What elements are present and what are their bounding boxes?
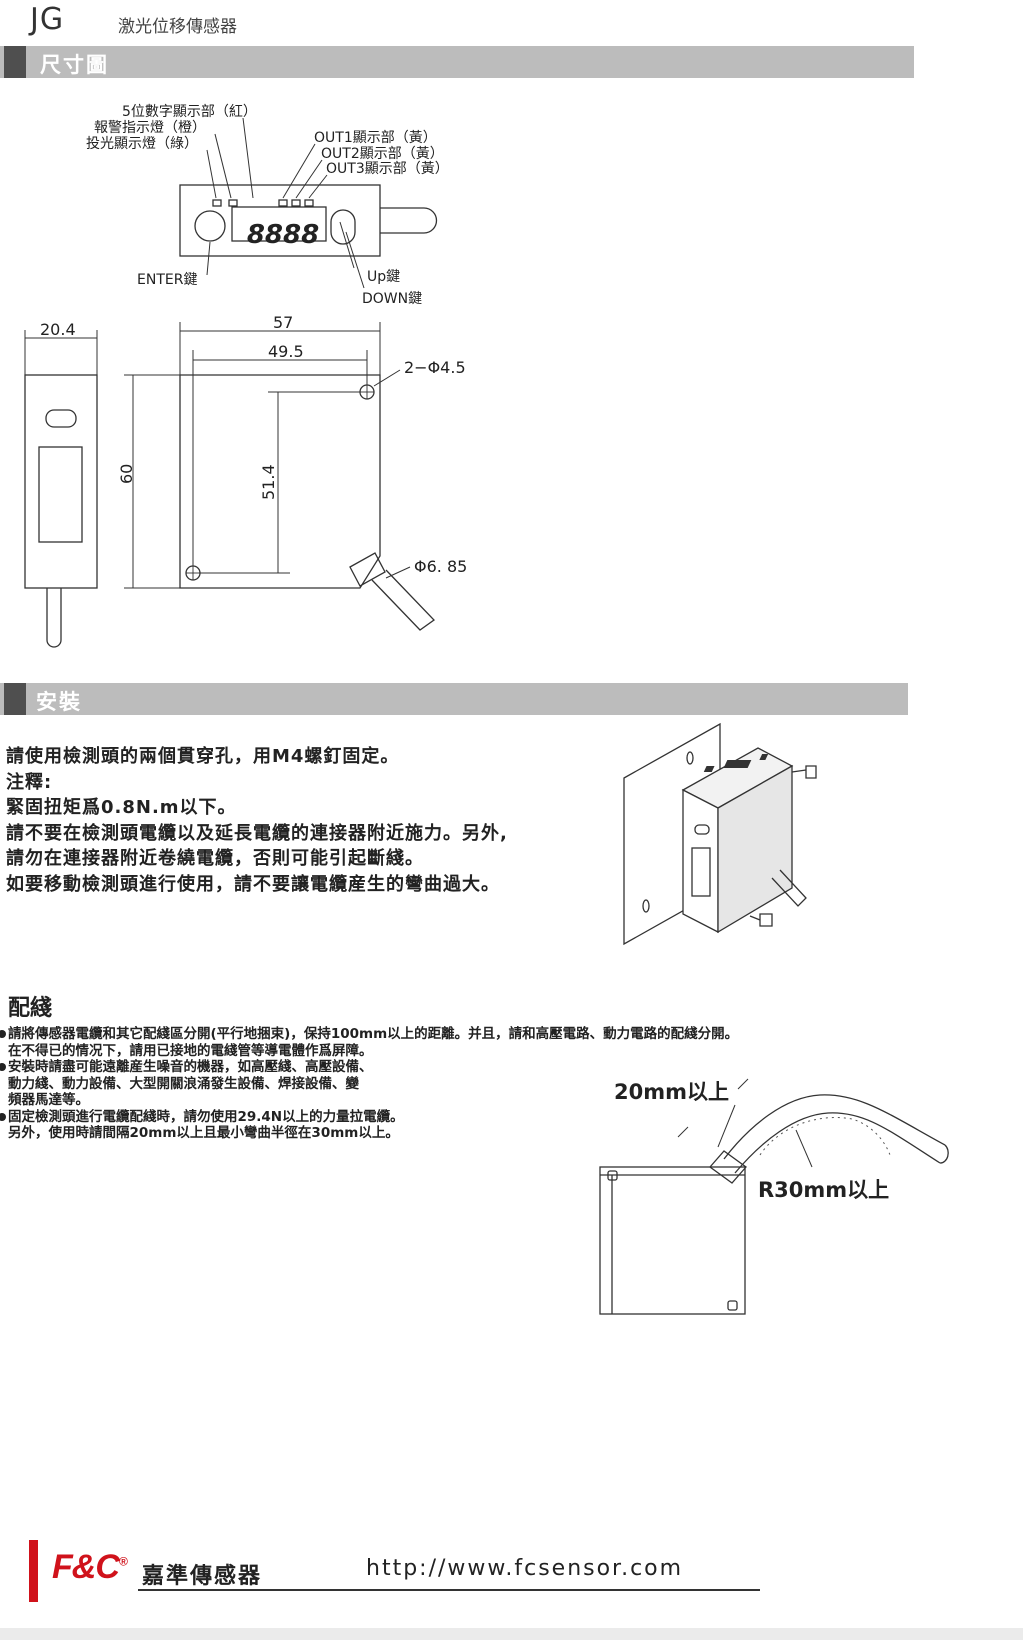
sensor-top-cable: [380, 207, 438, 234]
bullet-icon: [0, 1063, 6, 1071]
sensor-lens: [694, 824, 710, 835]
installation-line: 緊固扭矩爲0.8N.m以下。: [6, 797, 237, 818]
dim-hole-width: 49.5: [268, 342, 304, 361]
sensor-top-body: [179, 184, 381, 257]
out2-led: [291, 199, 301, 207]
label-emit: 投光顯示燈（綠）: [86, 136, 198, 152]
side-lens-oval: [45, 409, 77, 428]
section-bar-marker: [4, 46, 26, 78]
label-gap: 20mm以上: [614, 1080, 729, 1104]
display-digits: 8888: [247, 220, 319, 250]
emit-led: [212, 199, 222, 207]
out1-led: [278, 199, 288, 207]
up-down-key-oval: [330, 209, 356, 245]
wiring-item: 固定檢測頭進行電纜配綫時，請勿使用29.4N以上的力量拉電纜。: [0, 1109, 738, 1126]
wiring-cable-lower: [734, 1112, 941, 1174]
dim-side-width: 20.4: [40, 320, 76, 339]
installation-illustration: [623, 722, 817, 946]
digit-display-box: [231, 206, 327, 242]
dim-cable-diameter: Φ6. 85: [414, 557, 467, 576]
dimension-drawing: 8888 5位數字顯示部（紅） 報警指示燈（橙） 投光顯示燈（綠） OUT1顯示…: [24, 104, 467, 648]
front-cable: [371, 569, 435, 631]
installation-text: 請使用檢測頭的兩個貫穿孔，用M4螺釘固定。 注釋: 緊固扭矩爲0.8N.m以下。…: [6, 744, 508, 897]
wiring-sensor-body: [599, 1166, 746, 1315]
alarm-led: [228, 199, 238, 207]
dim-holes: 2−Φ4.5: [404, 358, 466, 377]
wiring-line: 頻器馬達等。: [8, 1092, 89, 1108]
label-enter-key: ENTER鍵: [137, 272, 197, 288]
model-code: JG: [30, 2, 65, 37]
dim-hole-height: 51.4: [259, 464, 278, 500]
logo-text: F&C: [52, 1548, 120, 1586]
label-down-key: DOWN鍵: [362, 291, 422, 307]
bend-radius-arc: [759, 1117, 891, 1156]
wiring-line: 固定檢測頭進行電纜配綫時，請勿使用29.4N以上的力量拉電纜。: [8, 1108, 404, 1125]
out3-led: [304, 199, 314, 207]
section-bar-marker: [4, 683, 26, 715]
label-bend-radius: R30mm以上: [758, 1178, 889, 1202]
section-title-wiring: 配綫: [8, 996, 53, 1021]
screw-top: [791, 765, 817, 779]
company-name: 嘉準傳感器: [142, 1564, 263, 1589]
wiring-illustration: 20mm以上 R30mm以上: [599, 1078, 949, 1315]
bullet-icon: [0, 1030, 6, 1038]
wiring-line: 動力綫、動力設備、大型開關浪涌發生設備、焊接設備、變: [8, 1075, 359, 1092]
section-bar-dimensions: 尺寸圖: [0, 46, 914, 78]
side-window: [38, 446, 83, 543]
side-cable: [46, 588, 62, 648]
section-title-installation: 安裝: [36, 690, 82, 714]
label-display: 5位數字顯示部（紅）: [122, 104, 257, 120]
footer-divider: [138, 1589, 760, 1591]
installation-line: 請不要在檢測頭電纜以及延長電纜的連接器附近施力。另外,: [6, 822, 508, 844]
installation-line: 注釋:: [6, 771, 53, 793]
label-out2: OUT2顯示部（黃）: [321, 146, 444, 162]
illustration-cable: [771, 869, 807, 907]
cable-gland: [349, 552, 386, 587]
bullet-icon: [0, 1112, 6, 1121]
label-up-key: Up鍵: [367, 269, 400, 285]
sensor-front-face: [682, 788, 719, 934]
sensor-side-face: [717, 764, 793, 934]
label-alarm: 報警指示燈（橙）: [94, 120, 206, 136]
section-bar-installation: 安裝: [0, 683, 908, 715]
product-title: 激光位移傳感器: [118, 17, 237, 37]
wiring-line: 請將傳感器電纜和其它配綫區分開(平行地捆束)，保持100mm以上的距離。并且，請…: [8, 1026, 739, 1042]
wiring-cable-upper: [723, 1094, 946, 1160]
company-logo: F&C®: [52, 1548, 128, 1587]
installation-line: 如要移動檢測頭進行使用，請不要讓電纜産生的彎曲過大。: [6, 873, 500, 895]
page-bottom-band: [0, 1628, 1023, 1640]
dim-total-height: 60: [117, 464, 136, 484]
installation-line: 請勿在連接器附近卷繞電纜，否則可能引起斷綫。: [6, 848, 424, 869]
wiring-line: 安裝時請盡可能遠離産生噪音的機器，如高壓綫、高壓設備、: [8, 1059, 373, 1075]
sensor-window: [691, 847, 711, 897]
wiring-item: 安裝時請盡可能遠離産生噪音的機器，如高壓綫、高壓設備、: [0, 1059, 738, 1076]
company-url[interactable]: http://www.fcsensor.com: [366, 1556, 684, 1581]
wiring-line: 另外，使用時請間隔20mm以上且最小彎曲半徑在30mm以上。: [8, 1125, 399, 1141]
sensor-front-body: [179, 374, 381, 589]
label-out1: OUT1顯示部（黃）: [314, 130, 437, 146]
wiring-text: 請將傳感器電纜和其它配綫區分開(平行地捆束)，保持100mm以上的距離。并且，請…: [0, 1026, 738, 1142]
screw-bottom: [749, 913, 773, 927]
registered-mark: ®: [118, 1554, 128, 1569]
wiring-item: 請將傳感器電纜和其它配綫區分開(平行地捆束)，保持100mm以上的距離。并且，請…: [0, 1026, 738, 1043]
wiring-cable-gland: [709, 1150, 747, 1184]
wiring-line: 在不得已的情况下，請用已接地的電綫管等導電體作爲屏障。: [8, 1042, 373, 1059]
enter-key-circle: [194, 210, 226, 242]
sensor-side-body: [24, 374, 98, 589]
label-out3: OUT3顯示部（黃）: [326, 161, 449, 177]
dim-total-width: 57: [273, 313, 293, 332]
footer-red-bar: [29, 1540, 38, 1602]
section-title-dimensions: 尺寸圖: [40, 53, 109, 77]
installation-line: 請使用檢測頭的兩個貫穿孔，用M4螺釘固定。: [6, 746, 400, 767]
